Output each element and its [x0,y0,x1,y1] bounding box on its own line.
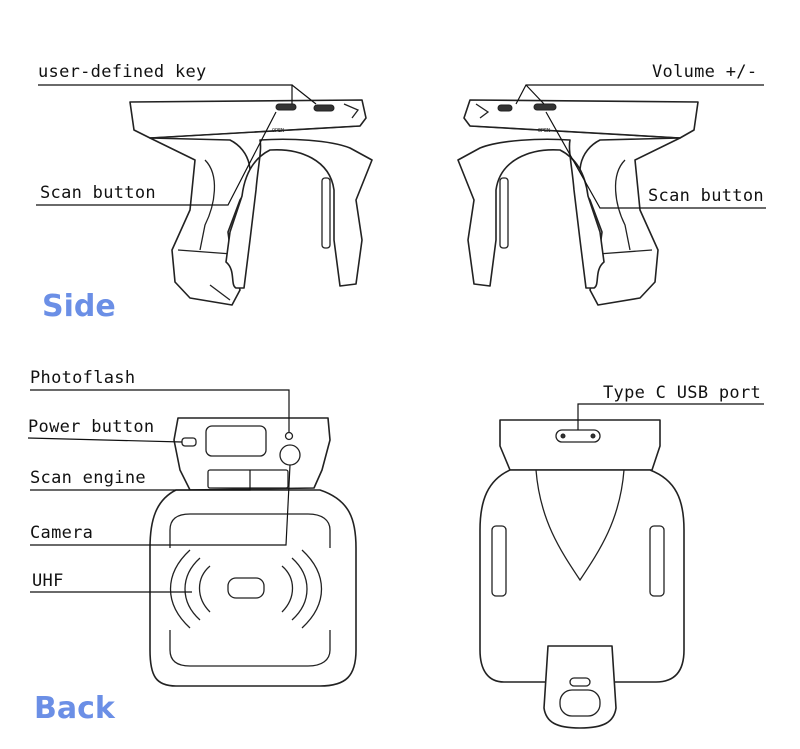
volume-keys-right [533,103,557,111]
label-scan-button-left: Scan button [40,183,156,203]
label-camera: Camera [30,523,94,543]
scan-engine-window [207,469,289,489]
open-marking-right: OPEN [538,128,550,134]
side-view-right: OPEN [457,99,699,306]
label-user-defined-key: user-defined key [38,62,207,82]
leader-lines [27,84,766,593]
side-view-left: OPEN [129,99,373,306]
section-heading-side: Side [42,289,116,324]
label-uhf: UHF [32,571,64,591]
photoflash-dot [284,431,294,441]
label-volume: Volume +/- [652,62,758,82]
label-scan-button-right: Scan button [648,186,764,206]
back-view-right [479,419,685,729]
user-defined-key-left [275,103,297,111]
open-marking-left: OPEN [272,128,284,134]
label-usb-port: Type C USB port [603,383,762,403]
label-scan-engine: Scan engine [30,468,146,488]
label-power-button: Power button [28,417,155,437]
back-view-left [149,417,357,687]
section-heading-back: Back [34,691,115,726]
label-photoflash: Photoflash [30,368,136,388]
